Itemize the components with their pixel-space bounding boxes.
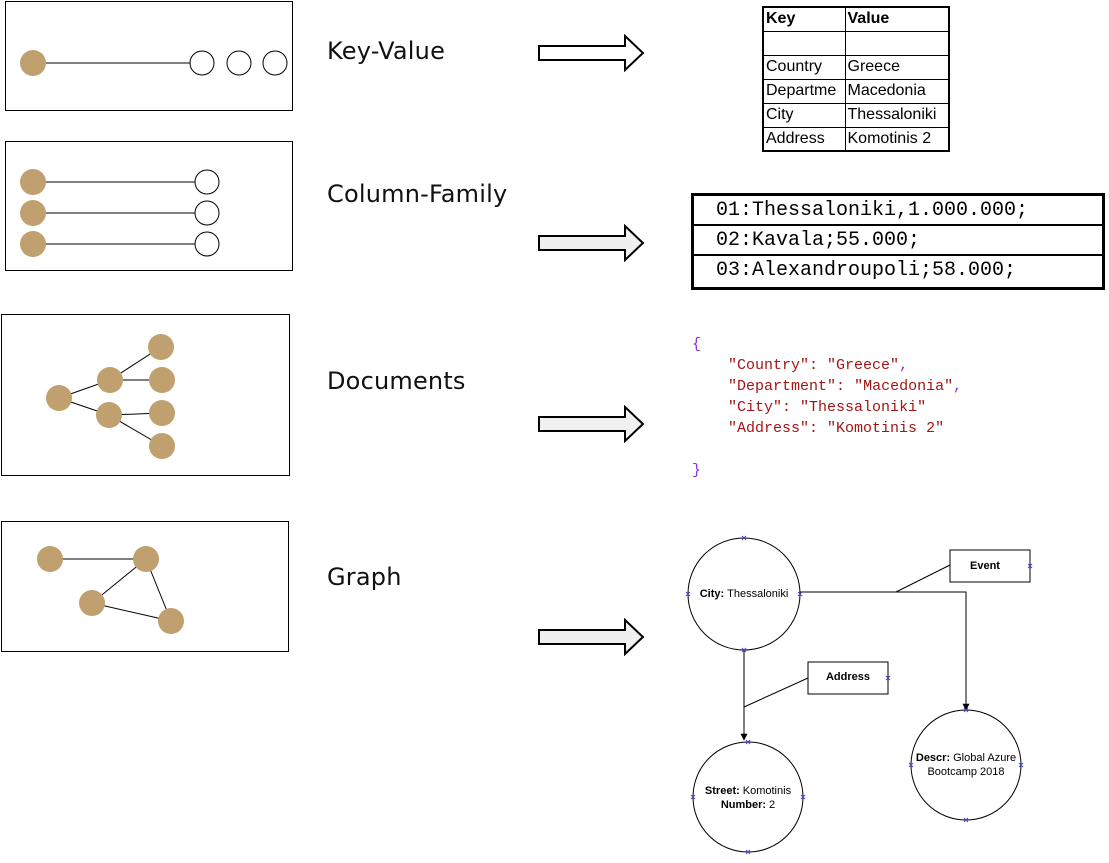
graph-network-icon: [37, 546, 184, 634]
right-arrow-icon: [538, 405, 645, 443]
table-cell-value: Thessaloniki: [844, 102, 950, 128]
json-document: { "Country": "Greece", "Department": "Ma…: [692, 336, 963, 479]
json-value: "Thessaloniki": [800, 399, 927, 416]
table-cell-value: Greece: [844, 54, 950, 80]
key-value-table: Key Value Country Greece Departme Macedo…: [762, 6, 950, 152]
street-number-label: Number:2: [721, 799, 775, 811]
json-key: "Department": [728, 378, 837, 395]
json-key: "Address": [728, 420, 810, 437]
right-arrow-icon: [538, 34, 645, 72]
graph-illustration: [1, 521, 289, 652]
empty-node: [189, 50, 215, 76]
column-family-illustration: [5, 141, 293, 271]
event-connector: [895, 564, 951, 593]
table-cell-key: Departme: [762, 78, 846, 104]
column-header-value: Value: [844, 6, 950, 32]
city-node-label: City:Thessaloniki: [700, 588, 789, 600]
descr-node-label: Descr:Global Azure: [916, 752, 1016, 764]
open-brace: {: [692, 336, 702, 353]
column-header-key: Key: [762, 6, 846, 32]
documents-tree-icon: [46, 334, 175, 459]
descr-node: [910, 709, 1022, 821]
table-cell-value: Macedonia: [844, 78, 950, 104]
descr-node-label-line2: Bootcamp 2018: [927, 766, 1004, 778]
street-node: [692, 741, 804, 853]
label-key-value: Key-Value: [327, 37, 446, 65]
key-value-illustration: [5, 1, 293, 111]
table-cell-key: City: [762, 102, 846, 128]
table-cell-key: [762, 30, 846, 56]
table-row: Country Greece: [762, 54, 950, 80]
table-row: City Thessaloniki: [762, 102, 950, 128]
json-value: "Greece": [827, 357, 900, 374]
table-row: Departme Macedonia: [762, 78, 950, 104]
edge-city-descr: [800, 591, 970, 711]
filled-node: [20, 50, 46, 76]
table-cell-key: Country: [762, 54, 846, 80]
table-row: [762, 30, 950, 56]
table-cell-value: [844, 30, 950, 56]
label-column-family: Column-Family: [327, 180, 508, 208]
key-value-icon: [20, 50, 288, 76]
record-row: 01:Thessaloniki,1.000.000;: [694, 196, 1102, 226]
table-cell-value: Komotinis 2: [844, 126, 950, 152]
json-value: "Komotinis 2": [827, 420, 945, 437]
table-header-row: Key Value: [762, 6, 950, 32]
column-family-icon: [20, 169, 220, 257]
address-connector: [743, 677, 809, 708]
empty-node: [262, 50, 288, 76]
right-arrow-icon: [538, 224, 645, 262]
json-key: "Country": [728, 357, 810, 374]
address-label: Address: [826, 671, 870, 683]
close-brace: }: [692, 462, 702, 479]
label-documents: Documents: [327, 367, 466, 395]
graph-diagram: City:Thessaloniki Street:Komotinis Numbe…: [685, 535, 1033, 855]
column-family-records: 01:Thessaloniki,1.000.000; 02:Kavala;55.…: [691, 193, 1105, 290]
table-cell-key: Address: [762, 126, 846, 152]
label-graph: Graph: [327, 563, 402, 591]
json-key: "City": [728, 399, 783, 416]
connection-markers: [685, 535, 1033, 855]
table-row: Address Komotinis 2: [762, 126, 950, 152]
event-label: Event: [970, 560, 1000, 572]
record-row: 02:Kavala;55.000;: [694, 226, 1102, 256]
empty-node: [226, 50, 252, 76]
street-node-label: Street:Komotinis: [705, 785, 792, 797]
documents-illustration: [1, 314, 290, 476]
record-row: 03:Alexandroupoli;58.000;: [716, 259, 1017, 282]
right-arrow-icon: [538, 618, 645, 656]
json-value: "Macedonia": [854, 378, 954, 395]
